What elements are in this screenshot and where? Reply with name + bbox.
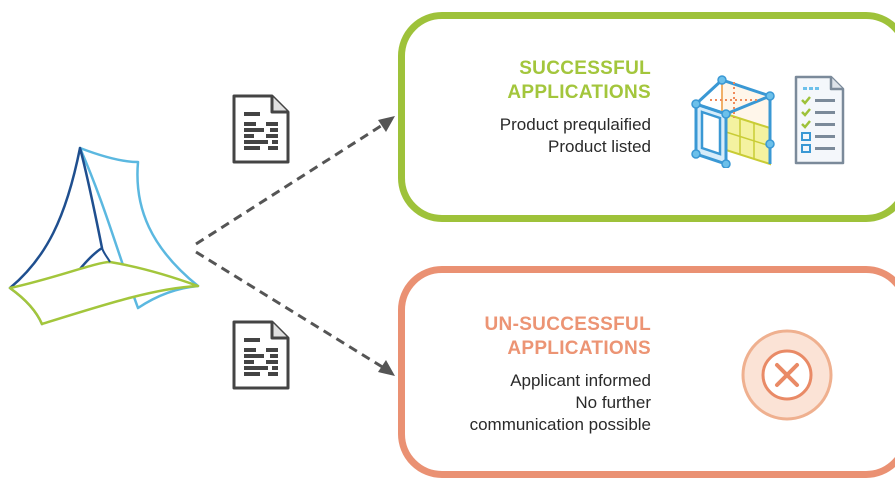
unsuccessful-detail-line3: communication possible [469, 414, 651, 434]
triangular-ribbon-logo-icon [8, 146, 200, 326]
checklist-icon [794, 75, 845, 165]
arrow-to-failure [195, 250, 385, 370]
unsuccessful-detail-line2: No further [575, 392, 651, 412]
unsuccessful-applications-card: UN-SUCCESSFUL APPLICATIONS Applicant inf… [398, 266, 895, 478]
arrow-lines [195, 122, 385, 370]
successful-heading-line1: SUCCESSFUL [519, 58, 651, 79]
successful-applications-card: SUCCESSFUL APPLICATIONS Product prequlai… [398, 12, 895, 222]
x-circle-icon [741, 329, 833, 421]
successful-card-text: SUCCESSFUL APPLICATIONS Product prequlai… [405, 57, 651, 158]
document-icon [232, 320, 290, 390]
unsuccessful-heading-line1: UN-SUCCESSFUL [484, 314, 651, 335]
cube-grid-icon [691, 75, 775, 168]
unsuccessful-card-text: UN-SUCCESSFUL APPLICATIONS Applicant inf… [405, 313, 651, 436]
unsuccessful-detail-line1: Applicant informed [510, 370, 651, 390]
unsuccessful-heading-line2: APPLICATIONS [507, 338, 651, 360]
successful-detail-line2: Product listed [548, 136, 651, 156]
arrowhead-success [378, 116, 395, 132]
successful-heading-line2: APPLICATIONS [507, 82, 651, 104]
document-icon [232, 94, 290, 164]
arrowhead-failure [378, 360, 395, 376]
arrow-to-success [195, 122, 385, 246]
successful-detail-line1: Product prequlaified [499, 114, 651, 134]
